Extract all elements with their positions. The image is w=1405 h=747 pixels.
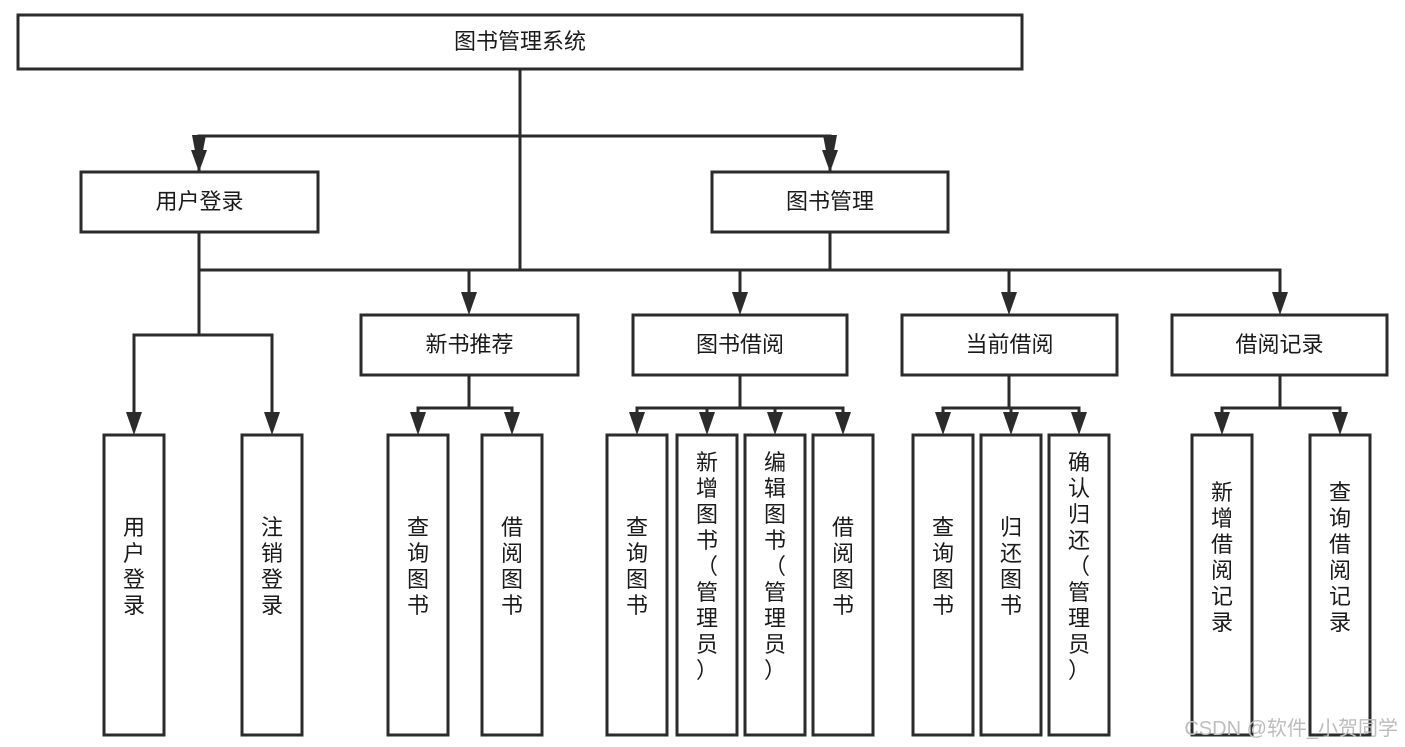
node-leaf-logout-box[interactable] bbox=[240, 433, 304, 737]
nodes-layer: 图书管理系统 用户登录 图书管理 新书推荐 图书借阅 当前借阅 借阅记录 bbox=[16, 13, 1389, 737]
watermark-text: CSDN @软件_小贺同学 bbox=[1184, 717, 1398, 740]
node-current-borrow-label: 当前借阅 bbox=[965, 332, 1053, 357]
node-leaf-query-record-box[interactable] bbox=[1308, 433, 1372, 737]
node-root-box[interactable] bbox=[16, 13, 1024, 71]
node-leaf-add-record-label: 新增借阅记录 bbox=[1211, 480, 1233, 635]
node-leaf-query-book-1-box[interactable] bbox=[386, 433, 450, 737]
edges-main bbox=[126, 67, 1348, 435]
arrowhead-leaf-query-book-1 bbox=[410, 412, 426, 435]
node-leaf-query-book-3-label: 查询图书 bbox=[932, 515, 954, 618]
arrowhead-leaf-user-login bbox=[126, 412, 142, 435]
leaf-nodes: 用户登录 注销登录 查询图书 借阅图书 查询图书 新增图书（管理员） bbox=[102, 433, 1372, 737]
node-leaf-add-book-box[interactable] bbox=[675, 433, 739, 737]
node-root[interactable]: 图书管理系统 bbox=[16, 13, 1024, 71]
node-leaf-add-record[interactable]: 新增借阅记录 bbox=[1190, 433, 1254, 737]
arrowhead-leaf-query-record bbox=[1332, 412, 1348, 435]
arrowhead-leaf-borrow-book-2 bbox=[835, 412, 851, 435]
node-current-borrow[interactable]: 当前借阅 bbox=[900, 313, 1119, 377]
node-leaf-logout-label: 注销登录 bbox=[261, 515, 283, 618]
node-root-label: 图书管理系统 bbox=[454, 29, 586, 54]
node-leaf-borrow-book-1-label: 借阅图书 bbox=[501, 515, 523, 618]
node-new-book-rec[interactable]: 新书推荐 bbox=[359, 313, 580, 377]
node-leaf-query-book-3-box[interactable] bbox=[911, 433, 975, 737]
arrowhead-leaf-edit-book bbox=[767, 412, 783, 435]
node-book-manage-label: 图书管理 bbox=[786, 189, 874, 214]
node-leaf-return-book-box[interactable] bbox=[979, 433, 1043, 737]
node-book-borrow-label: 图书借阅 bbox=[696, 332, 784, 357]
node-leaf-borrow-book-1[interactable]: 借阅图书 bbox=[480, 433, 544, 737]
node-leaf-return-book-label: 归还图书 bbox=[1000, 515, 1022, 618]
node-user-login-box[interactable] bbox=[79, 170, 320, 234]
node-leaf-query-record[interactable]: 查询借阅记录 bbox=[1308, 433, 1372, 737]
node-leaf-logout[interactable]: 注销登录 bbox=[240, 433, 304, 737]
arrowhead-current-borrow bbox=[1001, 292, 1017, 315]
node-leaf-return-book[interactable]: 归还图书 bbox=[979, 433, 1043, 737]
node-book-manage[interactable]: 图书管理 bbox=[710, 170, 950, 234]
arrowhead-borrow-record bbox=[1272, 292, 1288, 315]
arrowhead-user-login bbox=[191, 150, 207, 172]
arrowhead-leaf-confirm-return bbox=[1071, 412, 1087, 435]
node-leaf-query-book-2[interactable]: 查询图书 bbox=[605, 433, 669, 737]
node-leaf-query-book-2-label: 查询图书 bbox=[626, 515, 648, 618]
node-leaf-query-record-label: 查询借阅记录 bbox=[1329, 480, 1351, 635]
node-leaf-edit-book-label: 编辑图书（管理员） bbox=[764, 450, 786, 683]
node-user-login[interactable]: 用户登录 bbox=[79, 170, 320, 234]
node-leaf-borrow-book-2[interactable]: 借阅图书 bbox=[811, 433, 875, 737]
node-leaf-borrow-book-2-box[interactable] bbox=[811, 433, 875, 737]
node-leaf-query-book-1-label: 查询图书 bbox=[407, 515, 429, 618]
node-new-book-rec-box[interactable] bbox=[359, 313, 580, 377]
node-borrow-record-box[interactable] bbox=[1170, 313, 1389, 377]
edges-layer bbox=[192, 67, 837, 272]
node-leaf-confirm-return[interactable]: 确认归还（管理员） bbox=[1047, 433, 1111, 737]
node-leaf-user-login-box[interactable] bbox=[102, 433, 166, 737]
node-leaf-user-login[interactable]: 用户登录 bbox=[102, 433, 166, 737]
node-book-manage-box[interactable] bbox=[710, 170, 950, 234]
arrowhead-leaf-logout bbox=[264, 412, 280, 435]
arrowhead-leaf-query-book-3 bbox=[935, 412, 951, 435]
node-leaf-user-login-label: 用户登录 bbox=[123, 515, 145, 618]
node-leaf-confirm-return-box[interactable] bbox=[1047, 433, 1111, 737]
node-borrow-record-label: 借阅记录 bbox=[1235, 332, 1323, 357]
node-book-borrow-box[interactable] bbox=[631, 313, 849, 377]
node-leaf-add-book[interactable]: 新增图书（管理员） bbox=[675, 433, 739, 737]
node-borrow-record[interactable]: 借阅记录 bbox=[1170, 313, 1389, 377]
node-new-book-rec-label: 新书推荐 bbox=[425, 332, 513, 357]
arrowhead-leaf-return-book bbox=[1003, 412, 1019, 435]
node-leaf-confirm-return-label: 确认归还（管理员） bbox=[1068, 450, 1090, 683]
arrowhead-leaf-add-book bbox=[699, 412, 715, 435]
arrowhead-book-manage bbox=[822, 150, 838, 172]
node-current-borrow-box[interactable] bbox=[900, 313, 1119, 377]
arrowhead-leaf-add-record bbox=[1214, 412, 1230, 435]
node-leaf-borrow-book-2-label: 借阅图书 bbox=[832, 515, 854, 618]
arrowhead-new-book-rec bbox=[461, 292, 477, 315]
node-leaf-borrow-book-1-box[interactable] bbox=[480, 433, 544, 737]
node-book-borrow[interactable]: 图书借阅 bbox=[631, 313, 849, 377]
node-leaf-edit-book[interactable]: 编辑图书（管理员） bbox=[743, 433, 807, 737]
node-leaf-query-book-1[interactable]: 查询图书 bbox=[386, 433, 450, 737]
node-leaf-add-book-label: 新增图书（管理员） bbox=[696, 450, 718, 683]
node-leaf-edit-book-box[interactable] bbox=[743, 433, 807, 737]
arrowhead-leaf-borrow-book-1 bbox=[504, 412, 520, 435]
node-leaf-query-book-2-box[interactable] bbox=[605, 433, 669, 737]
node-leaf-add-record-box[interactable] bbox=[1190, 433, 1254, 737]
node-leaf-query-book-3[interactable]: 查询图书 bbox=[911, 433, 975, 737]
arrowhead-book-borrow bbox=[732, 292, 748, 315]
arrowhead-leaf-query-book-2 bbox=[629, 412, 645, 435]
node-user-login-label: 用户登录 bbox=[155, 189, 243, 214]
